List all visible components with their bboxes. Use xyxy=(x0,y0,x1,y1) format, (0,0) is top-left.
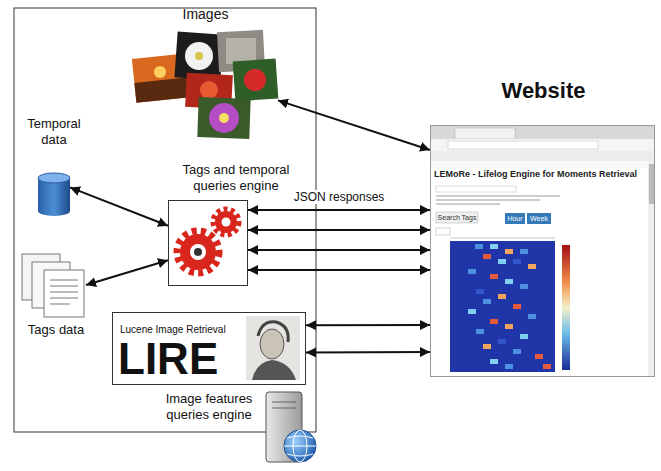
connector-arrow xyxy=(248,269,430,271)
connector-arrow xyxy=(248,249,430,251)
server-icon xyxy=(266,392,316,462)
website-screenshot xyxy=(430,125,655,377)
connector-arrow xyxy=(306,351,430,353)
portrait-sketch xyxy=(246,316,300,380)
connector-arrow xyxy=(306,324,430,326)
button-label: Week xyxy=(527,213,551,224)
node-text: LIRE xyxy=(118,337,218,381)
document-store: Tags data xyxy=(20,252,86,318)
node-label: Lucene Image Retrieval xyxy=(120,324,226,336)
gears-icon xyxy=(177,209,239,273)
node-text: Image features queries engine xyxy=(153,391,265,422)
button-label: Search Tags xyxy=(436,212,478,223)
edge-label: JSON responses xyxy=(291,190,388,204)
photo-collage xyxy=(132,30,278,139)
documents-icon xyxy=(22,254,84,317)
node-label: Images xyxy=(133,6,278,23)
lire-box: Lucene Image RetrievalLIREImage features… xyxy=(112,312,306,385)
connector-arrow xyxy=(248,229,430,231)
button-label: Hour xyxy=(505,213,525,224)
node-label: Website xyxy=(431,78,656,104)
connector-arrow xyxy=(86,260,168,285)
node-label: Temporal data xyxy=(14,116,94,147)
database-store: Temporal data xyxy=(38,172,70,216)
connector-arrow xyxy=(278,100,430,150)
query-engine-box: Tags and temporal queries engine xyxy=(168,200,248,286)
image-collection: Images xyxy=(133,30,278,140)
database-cylinder xyxy=(38,173,70,216)
node-label: Tags data xyxy=(16,322,96,338)
connector-arrow xyxy=(248,209,430,211)
server-region xyxy=(14,8,316,432)
website-screenshot-box: Website xyxy=(430,125,655,377)
connector-arrow xyxy=(70,187,168,225)
page-title: LEMoRe - Lifelog Engine for Moments Retr… xyxy=(434,169,637,179)
node-label: Tags and temporal queries engine xyxy=(161,162,311,193)
